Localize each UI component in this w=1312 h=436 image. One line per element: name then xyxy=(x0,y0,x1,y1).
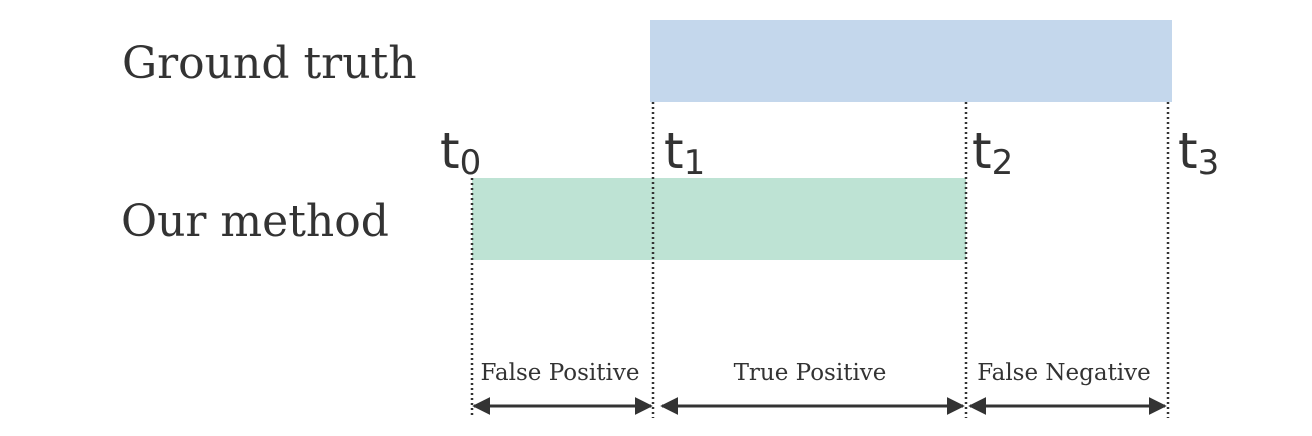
false-positive-label: False Positive xyxy=(481,360,640,386)
method-bar xyxy=(472,178,966,260)
t0-marker: t0 xyxy=(440,122,481,183)
false-negative-label: False Negative xyxy=(977,360,1151,386)
ground-truth-label: Ground truth xyxy=(122,38,417,89)
our-method-label: Our method xyxy=(121,196,389,247)
ground-truth-bar xyxy=(650,20,1172,102)
t1-marker: t1 xyxy=(664,122,705,183)
t2-marker: t2 xyxy=(972,122,1013,183)
t3-marker: t3 xyxy=(1178,122,1219,183)
true-positive-label: True Positive xyxy=(734,360,887,386)
